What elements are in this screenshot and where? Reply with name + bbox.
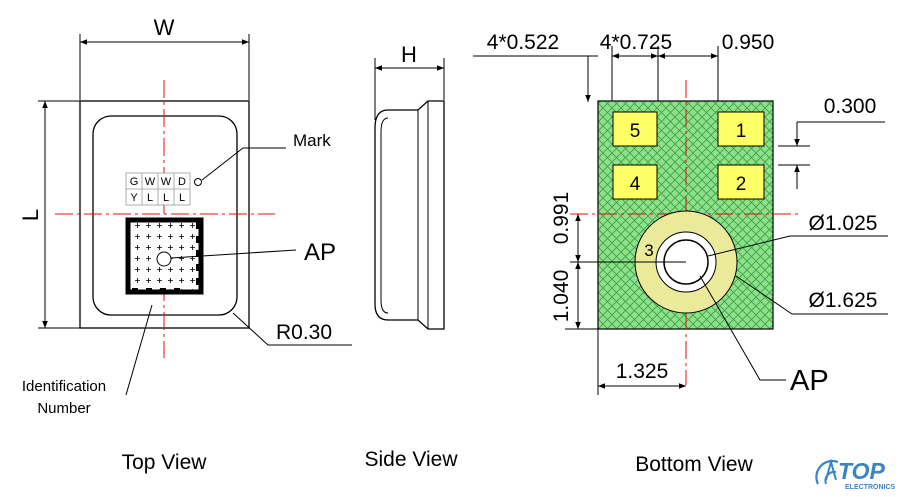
dim-inner-dia-leader bbox=[707, 235, 888, 257]
bottom-view: 4*0.522 4*0.725 0.950 5 1 4 2 3 0.991 bbox=[473, 31, 888, 476]
identification-label-line1: Identification bbox=[22, 378, 106, 395]
pad-2 bbox=[717, 164, 765, 200]
length-label: L bbox=[18, 209, 43, 221]
svg-text:D: D bbox=[178, 176, 186, 188]
side-view: H Side View bbox=[364, 42, 458, 471]
dim-pitch-x: 0.950 bbox=[722, 31, 775, 54]
width-label: W bbox=[154, 15, 175, 40]
pad-1-label: 1 bbox=[736, 121, 747, 142]
svg-text:Y: Y bbox=[130, 192, 138, 204]
dim-pad-width: 4*0.522 bbox=[487, 31, 559, 54]
top-ap-label: AP bbox=[304, 239, 336, 266]
mark-label: Mark bbox=[293, 131, 331, 150]
dim-outer-dia: Ø1.625 bbox=[809, 289, 878, 312]
top-view-caption: Top View bbox=[122, 451, 208, 474]
mark-dot bbox=[194, 178, 202, 186]
top-view: W L G W W D Y L L L Mark bbox=[18, 15, 352, 474]
svg-text:W: W bbox=[161, 176, 172, 188]
brand-signal-icon bbox=[815, 458, 839, 485]
pad-4 bbox=[612, 164, 658, 200]
height-label: H bbox=[401, 42, 417, 67]
brand-logo: TOP ELECTRONICS bbox=[815, 458, 896, 491]
top-inner-outline bbox=[92, 115, 238, 316]
identification-leader bbox=[125, 304, 153, 396]
mark-grid: G W W D Y L L L bbox=[125, 172, 191, 206]
brand-logo-sub: ELECTRONICS bbox=[845, 484, 896, 491]
svg-text:L: L bbox=[147, 192, 153, 204]
pad-5 bbox=[612, 111, 658, 147]
dim-y-upper: 0.991 bbox=[550, 192, 573, 245]
radius-leader bbox=[232, 312, 352, 346]
dim-y-lower: 1.040 bbox=[550, 270, 573, 323]
brand-logo-word: TOP bbox=[838, 458, 886, 484]
pad-5-label: 5 bbox=[630, 121, 641, 142]
side-view-caption: Side View bbox=[364, 448, 458, 471]
pad-3-label: 3 bbox=[644, 241, 653, 260]
mark-leader bbox=[201, 147, 286, 181]
radius-label: R0.30 bbox=[276, 321, 332, 344]
svg-text:W: W bbox=[145, 176, 156, 188]
svg-text:L: L bbox=[163, 192, 169, 204]
bottom-ap-leader bbox=[699, 275, 786, 381]
top-ap-leader bbox=[170, 249, 297, 259]
pad-4-label: 4 bbox=[630, 174, 641, 195]
dim-inner-dia: Ø1.025 bbox=[809, 212, 878, 235]
identification-label-line2: Number bbox=[37, 400, 90, 417]
dim-outer-dia-leader bbox=[735, 275, 888, 315]
side-body-outline bbox=[374, 100, 445, 330]
bottom-ap-label: AP bbox=[790, 365, 829, 397]
dim-pad-height: 4*0.725 bbox=[600, 31, 672, 54]
bottom-view-caption: Bottom View bbox=[635, 453, 753, 476]
svg-text:L: L bbox=[179, 192, 185, 204]
pad-1 bbox=[717, 111, 765, 147]
dim-x-center: 1.325 bbox=[616, 360, 669, 383]
pad-2-label: 2 bbox=[736, 174, 747, 195]
svg-text:G: G bbox=[130, 176, 139, 188]
top-ap-hole bbox=[156, 251, 172, 267]
dim-pad-gap: 0.300 bbox=[824, 95, 877, 118]
